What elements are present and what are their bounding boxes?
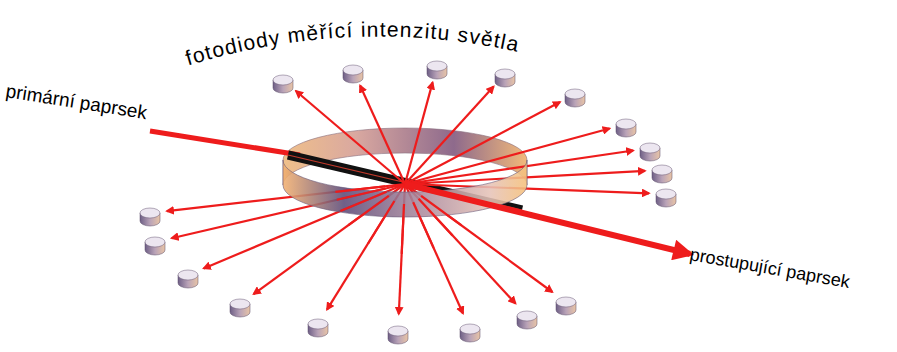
scattered-ray xyxy=(413,202,433,248)
diode-face xyxy=(145,237,165,247)
photodiode xyxy=(273,75,293,93)
beam-label: prostupující paprsek xyxy=(688,244,851,293)
photodiode xyxy=(230,299,250,317)
scattered-ray xyxy=(405,129,610,185)
scattered-ray xyxy=(402,204,404,254)
diode-face xyxy=(565,89,585,99)
scattered-ray xyxy=(419,199,453,236)
photodiode xyxy=(616,119,636,137)
photodiode xyxy=(565,89,585,107)
diode-face xyxy=(343,65,363,75)
diode-face xyxy=(140,208,160,218)
photodiode xyxy=(517,311,537,329)
diode-face xyxy=(556,297,576,307)
photodiode xyxy=(427,61,447,79)
diode-face xyxy=(652,165,672,175)
photodiode xyxy=(556,297,576,315)
diode-face xyxy=(616,119,636,129)
diode-face xyxy=(273,75,293,85)
photodiode xyxy=(308,319,328,337)
diode-face xyxy=(517,311,537,321)
diode-face xyxy=(656,189,676,199)
diode-caption: fotodiody měřící intenzitu světla xyxy=(183,18,522,70)
diode-face xyxy=(308,319,328,329)
photodiode xyxy=(343,65,363,83)
diode-face xyxy=(460,324,480,334)
diode-face xyxy=(495,69,515,79)
scattered-ray xyxy=(405,87,494,184)
photodiode xyxy=(140,208,160,226)
photodiode xyxy=(495,69,515,87)
photodiode xyxy=(460,324,480,342)
photodiode xyxy=(388,326,408,344)
photodiode xyxy=(640,143,660,161)
diode-face xyxy=(640,143,660,153)
beam-label: primární paprsek xyxy=(4,80,148,124)
svg-text:fotodiody měřící intenzitu svě: fotodiody měřící intenzitu světla xyxy=(183,18,522,70)
photodiode xyxy=(178,270,198,288)
diode-face xyxy=(230,299,250,309)
photodiode xyxy=(656,189,676,207)
photodiode xyxy=(652,165,672,183)
photodiode xyxy=(145,237,165,255)
scattered-ray xyxy=(368,201,394,244)
diode-face xyxy=(178,270,198,280)
scattered-ray xyxy=(296,91,405,184)
scattered-ray xyxy=(421,196,461,226)
diode-face xyxy=(388,326,408,336)
scattered-ray xyxy=(360,86,405,185)
diode-face xyxy=(427,61,447,71)
